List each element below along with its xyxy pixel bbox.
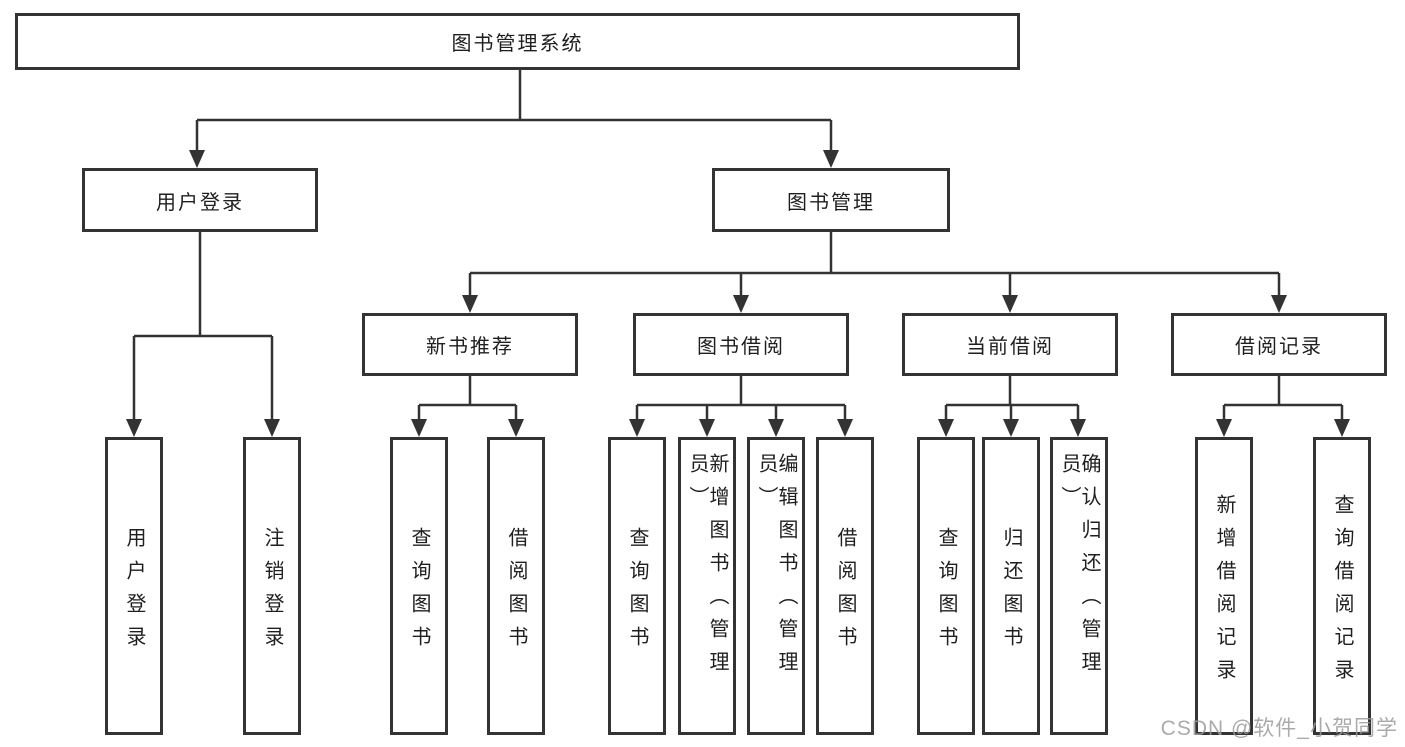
node-label: 查询借阅记录: [1331, 493, 1353, 692]
arrow-down-icon: [1334, 419, 1350, 437]
arrow-down-icon: [1271, 295, 1287, 313]
node-label: 新增图书（管理员）: [686, 453, 728, 684]
arrow-down-icon: [264, 419, 280, 437]
node-leaf-query-borrow-record: 查询借阅记录: [1313, 437, 1371, 735]
arrow-down-icon: [1216, 419, 1232, 437]
node-label: 归还图书: [1000, 526, 1022, 659]
arrow-down-icon: [699, 419, 715, 437]
node-leaf-query-book-1: 查询图书: [390, 437, 448, 735]
node-label: 编辑图书（管理员）: [755, 453, 797, 684]
arrow-down-icon: [768, 419, 784, 437]
arrow-down-icon: [837, 419, 853, 437]
node-leaf-confirm-return-admin: 确认归还（管理员）: [1050, 437, 1108, 735]
connector-arrowheads: [126, 150, 1350, 437]
node-leaf-query-book-2: 查询图书: [608, 437, 666, 735]
arrow-down-icon: [1002, 295, 1018, 313]
node-label: 用户登录: [156, 191, 244, 214]
node-current-borrow: 当前借阅: [902, 313, 1118, 376]
node-label: 查询图书: [626, 526, 648, 659]
node-new-book-recommend: 新书推荐: [362, 313, 578, 376]
node-label: 当前借阅: [966, 336, 1054, 358]
node-label: 查询图书: [408, 526, 430, 659]
node-book-borrow: 图书借阅: [633, 313, 849, 376]
node-book-management-branch: 图书管理: [712, 168, 950, 232]
node-label: 图书管理: [787, 191, 875, 214]
node-label: 图书管理系统: [451, 33, 584, 55]
node-label: 借阅记录: [1235, 336, 1323, 358]
node-leaf-borrow-book-2: 借阅图书: [816, 437, 874, 735]
node-label: 图书借阅: [697, 336, 785, 358]
node-label: 新增借阅记录: [1213, 493, 1235, 692]
arrow-down-icon: [823, 150, 839, 168]
arrow-down-icon: [126, 419, 142, 437]
csdn-watermark: CSDN @软件_小贺同学: [1160, 717, 1398, 740]
node-label: 注销登录: [261, 526, 283, 659]
arrow-down-icon: [189, 150, 205, 168]
node-label: 确认归还（管理员）: [1058, 453, 1100, 684]
node-leaf-query-book-3: 查询图书: [917, 437, 975, 735]
node-label: 用户登录: [123, 526, 145, 659]
node-label: 查询图书: [935, 526, 957, 659]
node-label: 新书推荐: [426, 336, 514, 358]
node-leaf-add-book-admin: 新增图书（管理员）: [678, 437, 736, 735]
node-label: 借阅图书: [505, 526, 527, 659]
node-leaf-add-borrow-record: 新增借阅记录: [1195, 437, 1253, 735]
arrow-down-icon: [629, 419, 645, 437]
arrow-down-icon: [508, 419, 524, 437]
node-borrow-record: 借阅记录: [1171, 313, 1387, 376]
node-label: 借阅图书: [834, 526, 856, 659]
connector-elbows: [132, 70, 1344, 424]
arrow-down-icon: [1003, 419, 1019, 437]
node-leaf-user-login: 用户登录: [105, 437, 163, 735]
arrow-down-icon: [1070, 419, 1086, 437]
node-user-login-branch: 用户登录: [82, 168, 318, 232]
arrow-down-icon: [462, 295, 478, 313]
node-leaf-borrow-book-1: 借阅图书: [487, 437, 545, 735]
node-leaf-return-book: 归还图书: [982, 437, 1040, 735]
node-leaf-logout: 注销登录: [243, 437, 301, 735]
arrow-down-icon: [733, 295, 749, 313]
arrow-down-icon: [938, 419, 954, 437]
node-leaf-edit-book-admin: 编辑图书（管理员）: [747, 437, 805, 735]
arrow-down-icon: [411, 419, 427, 437]
node-book-management-system: 图书管理系统: [15, 13, 1020, 70]
